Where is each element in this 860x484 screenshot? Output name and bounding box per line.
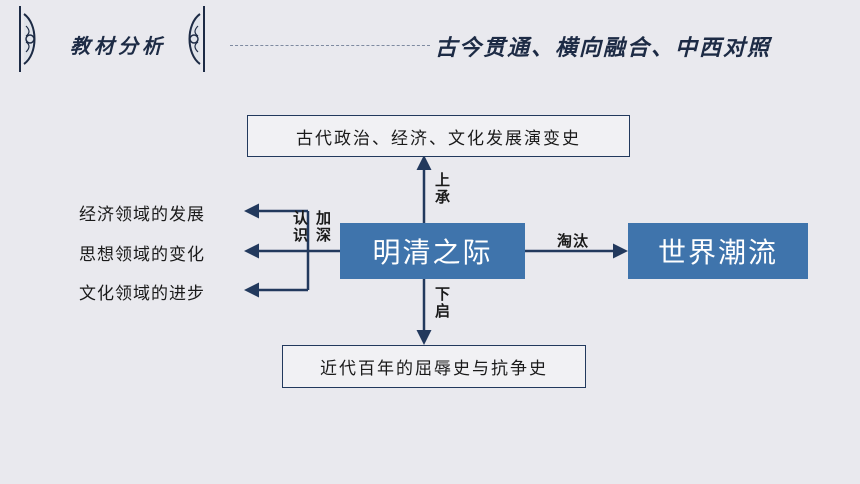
- left-label-b: 认识: [291, 210, 309, 244]
- center-node: 明清之际: [340, 223, 525, 279]
- left-item-economy: 经济领域的发展: [79, 205, 205, 225]
- down-label: 下启: [433, 286, 451, 320]
- header-divider: [230, 45, 430, 46]
- section-title: 教材分析: [70, 34, 166, 58]
- ornament-right-icon: [188, 6, 205, 72]
- ornament-left-icon: [19, 6, 36, 72]
- top-node: 古代政治、经济、文化发展演变史: [247, 115, 630, 157]
- left-item-thought: 思想领域的变化: [79, 245, 205, 265]
- right-label: 淘汰: [557, 232, 590, 250]
- up-label: 上承: [433, 172, 451, 206]
- right-node: 世界潮流: [628, 223, 808, 279]
- left-item-culture: 文化领域的进步: [79, 284, 205, 304]
- left-label-a: 加深: [314, 210, 332, 244]
- page-subtitle: 古今贯通、横向融合、中西对照: [435, 35, 772, 61]
- bottom-node: 近代百年的屈辱史与抗争史: [282, 345, 586, 388]
